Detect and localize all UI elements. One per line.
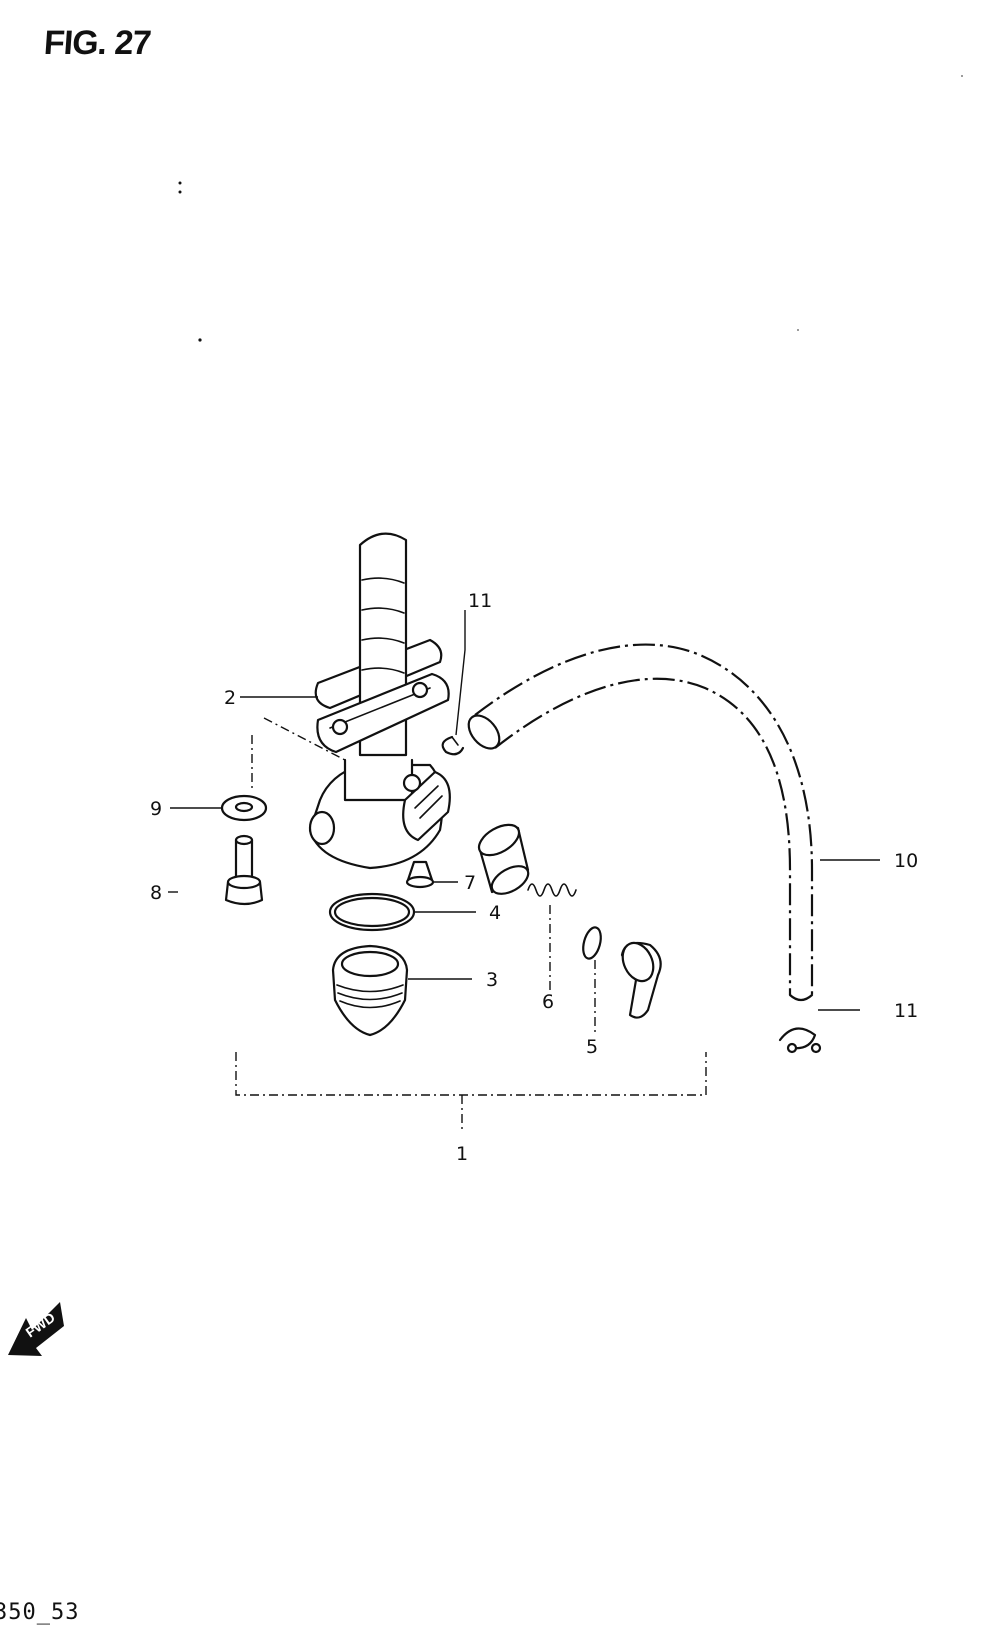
callout-2: 2 <box>224 687 236 709</box>
washer <box>220 794 268 822</box>
callout-10: 10 <box>894 850 918 872</box>
sediment-cup <box>331 944 409 1037</box>
o-ring <box>314 638 443 710</box>
gasket <box>328 892 416 932</box>
callout-9: 9 <box>150 798 162 820</box>
callout-5: 5 <box>586 1036 598 1058</box>
callout-4: 4 <box>489 902 501 924</box>
fuel-cock-body <box>308 532 451 870</box>
callout-11-bottom: 11 <box>894 1000 918 1022</box>
callout-numbers: 2 11 9 8 7 4 3 6 5 10 11 1 <box>150 590 918 1165</box>
callout-8: 8 <box>150 882 162 904</box>
front-arrow-icon: FWD <box>8 1302 64 1356</box>
callout-1: 1 <box>456 1143 468 1165</box>
callout-11-top: 11 <box>468 590 492 612</box>
scan-marks <box>178 75 963 342</box>
hose-clip-bottom <box>778 1027 822 1054</box>
leader-lines <box>168 610 880 1130</box>
screw <box>224 834 264 906</box>
callout-7: 7 <box>464 872 476 894</box>
footer-code: 350_53 <box>0 1600 80 1625</box>
callout-3: 3 <box>486 969 498 991</box>
lever-knob <box>620 941 662 1019</box>
spring <box>527 883 577 897</box>
hose-clip-top <box>441 735 465 756</box>
callout-6: 6 <box>542 991 554 1013</box>
fuel-hose <box>467 643 814 1002</box>
filter-screen <box>405 860 435 889</box>
small-o-ring <box>582 926 602 960</box>
lever-sleeve <box>477 823 530 895</box>
